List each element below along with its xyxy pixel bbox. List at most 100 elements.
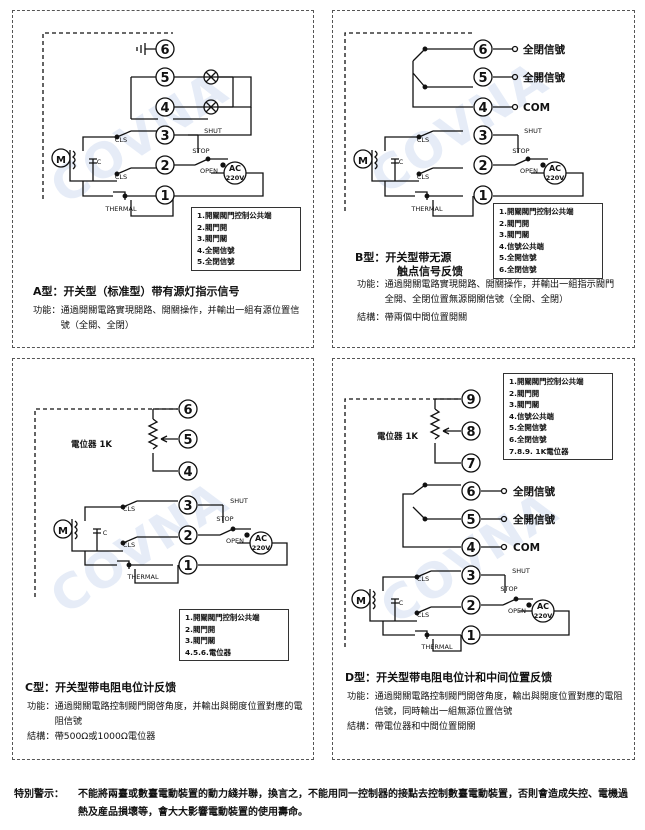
legend-item: 2.閥門開 (509, 388, 540, 398)
func-text: 通過開關電路控制閥門開啓角度，并輸出與開度位置對應的電阻信號 (54, 701, 303, 727)
motor-label: M (358, 156, 368, 167)
legend-c: 1.開關閥門控制公共端 2.閥門開 3.閥門關 4.5.6.電位器 (179, 609, 289, 662)
terminal-3: 3 (478, 129, 487, 144)
struct-label: 結構： (357, 312, 385, 323)
cls-label: CLS (123, 505, 135, 513)
ac-label: AC (537, 602, 549, 611)
legend-item: 1.開關閥門控制公共端 (197, 211, 272, 220)
cls-label: CLS (417, 611, 429, 619)
struct-text: 帶兩個中間位置開關 (384, 312, 468, 323)
terminal-5: 5 (160, 71, 169, 86)
legend-item: 2.閥門開 (185, 624, 216, 634)
wiring-diagram-b: 6 5 4 3 2 1 M C CLS CLS SHUT STOP OPEN A… (344, 32, 584, 217)
cap-label: C (399, 158, 404, 166)
legend-item: 3.閥門關 (509, 400, 540, 410)
panel-type-a: 6 5 4 3 2 1 M C CLS CLS SHUT STOP OPEN A… (12, 10, 314, 348)
ac-voltage: 220V (226, 174, 245, 182)
cls-label: CLS (123, 541, 135, 549)
terminal-6: 6 (183, 403, 192, 418)
signal-label: 全開信號 (512, 513, 555, 526)
shut-label: SHUT (524, 127, 542, 135)
cls-label: CLS (115, 173, 127, 181)
ac-label: AC (255, 534, 267, 543)
legend-item: 2.閥門開 (499, 218, 530, 228)
stop-label: STOP (512, 147, 529, 155)
warning-text: 不能將兩臺或數臺電動裝置的動力綫并聯，換言之，不能用同一控制器的接點去控制數臺電… (78, 789, 628, 818)
terminal-2: 2 (183, 529, 192, 544)
thermal-label: THERMAL (104, 205, 137, 213)
cls-label: CLS (417, 136, 429, 144)
panel-title-b: B型：开关型带无源 (355, 251, 452, 264)
panel-type-b: 6 5 4 3 2 1 M C CLS CLS SHUT STOP OPEN A… (332, 10, 635, 348)
open-label: OPEN (226, 537, 244, 545)
legend-item: 4.信號公共端 (499, 241, 544, 251)
legend-item: 4.5.6.電位器 (185, 647, 232, 657)
terminal-9: 9 (466, 393, 475, 408)
terminal-3: 3 (183, 499, 192, 514)
terminal-5: 5 (478, 71, 487, 86)
ac-voltage: 220V (252, 544, 271, 552)
cap-label: C (399, 599, 404, 607)
wiring-diagram-a: 6 5 4 3 2 1 M C CLS CLS SHUT STOP OPEN A… (42, 32, 264, 217)
func-label: 功能： (33, 305, 61, 316)
legend-item: 7.8.9. 1K電位器 (509, 446, 569, 456)
potentiometer-label: 電位器 1K (377, 431, 418, 442)
terminal-1: 1 (160, 189, 169, 204)
signal-label: COM (513, 542, 540, 554)
terminal-4: 4 (160, 101, 169, 116)
signal-label: 全閉信號 (512, 485, 555, 498)
legend-item: 1.開關閥門控制公共端 (185, 613, 260, 622)
struct-label: 結構： (347, 721, 375, 732)
panel-desc-a: 功能：通過開關電路實現開路、開關操作，并輸出一組有源位置信號（全開、全閉） (33, 303, 305, 333)
warning-label: 特別警示： (14, 789, 64, 800)
special-warning: 特別警示： 不能將兩臺或數臺電動裝置的動力綫并聯，換言之，不能用同一控制器的接點… (14, 786, 634, 822)
terminal-3: 3 (160, 129, 169, 144)
terminal-circles (155, 39, 175, 205)
terminal-7: 7 (466, 457, 475, 472)
terminal-2: 2 (160, 159, 169, 174)
terminal-6: 6 (160, 43, 169, 58)
cls-label: CLS (417, 173, 429, 181)
func-label: 功能： (347, 691, 375, 702)
legend-item: 3.閥門關 (197, 234, 228, 244)
terminal-2: 2 (478, 159, 487, 174)
shut-label: SHUT (204, 127, 222, 135)
wiring-diagram-d: 9 8 7 6 5 4 3 2 1 M C CLS CLS SHUT STOP … (344, 389, 570, 652)
panel-title-c: C型：开关型带电阻电位计反馈 (25, 681, 177, 694)
terminal-1: 1 (466, 629, 475, 644)
panel-type-d: 9 8 7 6 5 4 3 2 1 M C CLS CLS SHUT STOP … (332, 358, 635, 760)
legend-a: 1.開關閥門控制公共端 2.閥門開 3.閥門關 4.全開信號 5.全閉信號 (191, 207, 301, 271)
func-text: 通過開關電路實現開路、開關操作，并輸出一組有源位置信號（全開、全閉） (60, 305, 300, 331)
legend-item: 5.全開信號 (499, 253, 537, 263)
terminal-4: 4 (183, 465, 192, 480)
struct-text: 帶電位器和中間位置開關 (374, 721, 476, 732)
panel-title-b-line2: 触点信号反馈 (397, 265, 463, 278)
terminal-5: 5 (183, 433, 192, 448)
ac-label: AC (229, 164, 241, 173)
terminal-2: 2 (466, 599, 475, 614)
legend-item: 3.閥門關 (499, 230, 530, 240)
panel-desc-d: 功能：通過開關電路控制閥門開啓角度，輸出與開度位置對應的電阻信號，同時輸出一組無… (347, 689, 627, 734)
legend-item: 5.全開信號 (509, 423, 547, 433)
terminal-3: 3 (466, 569, 475, 584)
legend-item: 1.開關閥門控制公共端 (509, 377, 584, 386)
signal-label: 全開信號 (522, 71, 565, 84)
terminal-8: 8 (466, 425, 475, 440)
func-text: 通過開關電路控制閥門開啓角度，輸出與開度位置對應的電阻信號，同時輸出一組無源位置… (374, 691, 623, 717)
motor-label: M (356, 596, 366, 607)
struct-text: 帶500Ω或1000Ω電位器 (54, 731, 156, 742)
thermal-label: THERMAL (420, 643, 453, 651)
legend-item: 5.全閉信號 (197, 257, 235, 267)
cap-label: C (97, 158, 102, 166)
legend-item: 2.閥門開 (197, 222, 228, 232)
legend-item: 6.全閉信號 (509, 434, 547, 444)
panel-desc-b: 功能：通過開關電路實現開路、開關操作，并輸出一組指示閥門全開、全閉位置無源開關信… (357, 277, 623, 325)
open-label: OPEN (200, 167, 218, 175)
terminal-1: 1 (183, 559, 192, 574)
open-label: OPEN (520, 167, 538, 175)
wiring-diagram-c: 6 5 4 3 2 1 M C CLS CLS SHUT STOP OPEN A… (34, 399, 288, 597)
open-label: OPEN (508, 607, 526, 615)
legend-b: 1.開關閥門控制公共端 2.閥門開 3.閥門關 4.信號公共端 5.全開信號 6… (493, 203, 603, 279)
motor-label: M (58, 526, 68, 537)
panel-desc-c: 功能：通過開關電路控制閥門開啓角度，并輸出與開度位置對應的電阻信號 結構：帶50… (27, 699, 307, 744)
